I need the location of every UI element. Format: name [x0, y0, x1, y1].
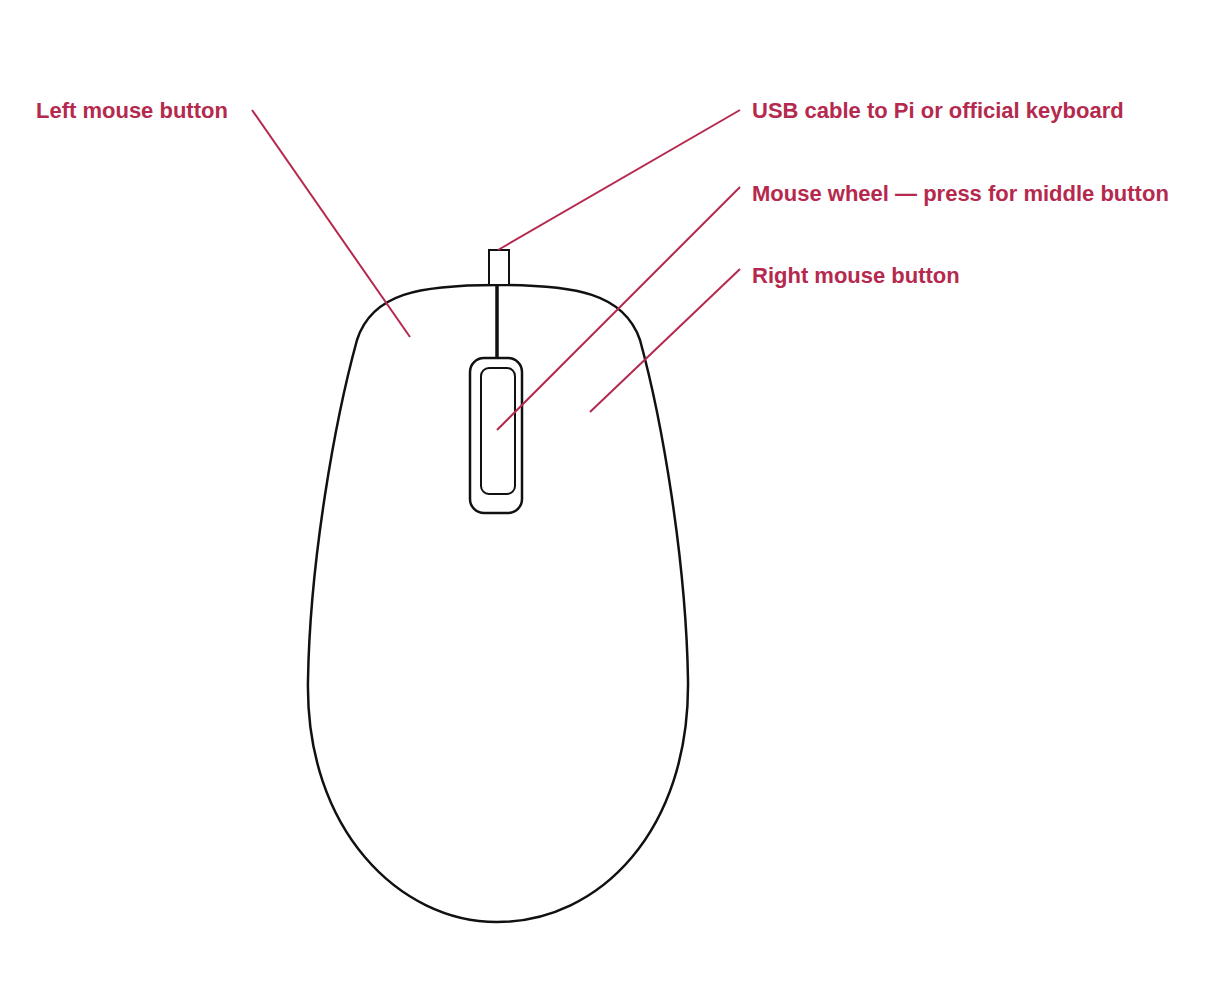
part-label: Right mouse button	[752, 263, 960, 289]
mouse-body	[308, 285, 688, 922]
part-label: Left mouse button	[36, 98, 228, 124]
wheel-inner	[481, 368, 515, 494]
usb-cable	[489, 250, 509, 285]
leader-line	[497, 187, 740, 430]
button-split	[495, 285, 499, 360]
leader-line	[252, 110, 410, 337]
mouse-wheel	[470, 358, 522, 513]
leader-line	[590, 269, 740, 412]
part-label: Mouse wheel — press for middle button	[752, 181, 1169, 207]
leader-line	[498, 110, 740, 250]
part-label: USB cable to Pi or official keyboard	[752, 98, 1124, 124]
